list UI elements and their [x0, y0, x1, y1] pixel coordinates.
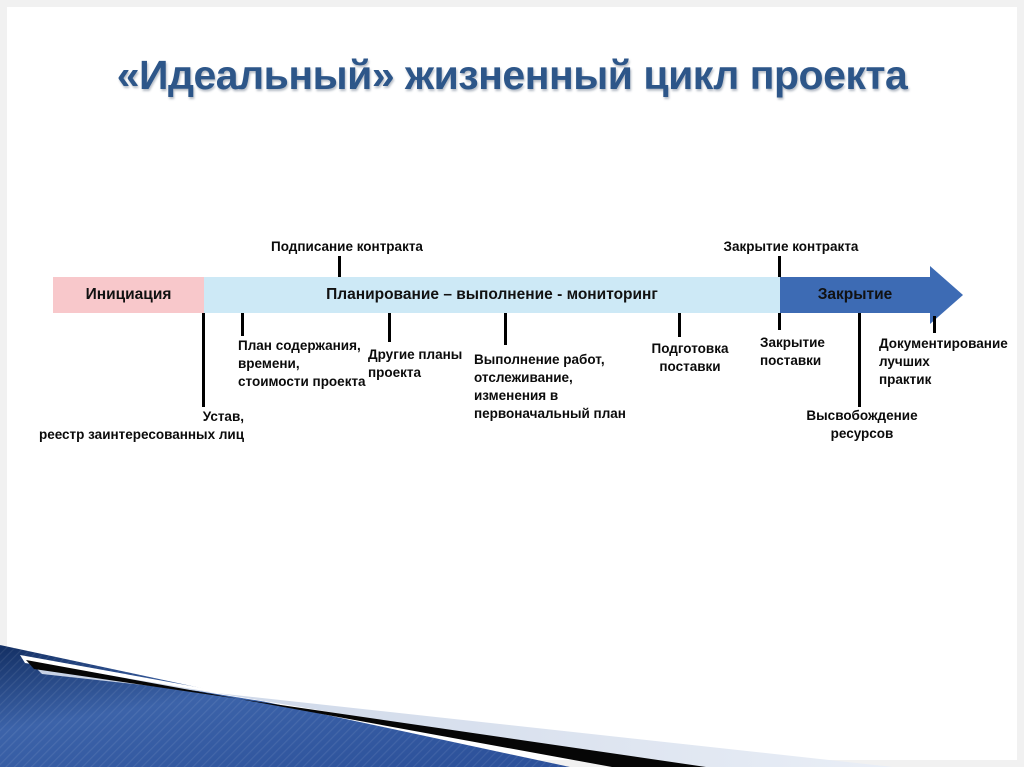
timeline-segment-closing: Закрытие [780, 277, 930, 313]
tick-delivery-preparation [678, 313, 681, 337]
timeline-arrowhead-icon [930, 266, 963, 324]
segment-label-closing: Закрытие [817, 286, 893, 303]
item-delivery-closing: Закрытие поставки [760, 335, 825, 368]
item-delivery-preparation: Подготовка поставки [651, 341, 729, 374]
tick-other-plans [388, 313, 391, 342]
timeline-segment-initiation: Инициация [53, 277, 204, 313]
tick-resource-release [858, 313, 861, 407]
milestone-contract-signing: Подписание контракта [271, 239, 423, 254]
tick-contract-closing [778, 256, 781, 277]
tick-scope-plan [241, 313, 244, 336]
item-other-project-plans: Другие планы проекта [368, 347, 463, 380]
item-work-execution-tracking: Выполнение работ, отслеживание, изменени… [474, 352, 626, 421]
milestone-contract-closing: Закрытие контракта [723, 239, 859, 254]
segment-label-planning: Планирование – выполнение - мониторинг [326, 286, 658, 303]
item-scope-time-cost-plan: План содержания, времени, стоимости прое… [238, 338, 366, 389]
item-charter-stakeholders: Устав, реестр заинтересованных лиц [38, 409, 244, 442]
tick-delivery-closing [778, 313, 781, 330]
item-best-practices-documentation: Документирование лучших практик [879, 336, 1008, 387]
tick-execution [504, 313, 507, 345]
page-title: «Идеальный» жизненный цикл проекта [116, 52, 908, 98]
tick-best-practices [933, 316, 936, 333]
timeline-segment-planning: Планирование – выполнение - мониторинг [204, 277, 780, 313]
tick-contract-signing [338, 256, 341, 277]
item-resource-release: Высвобождение ресурсов [806, 408, 918, 441]
segment-label-initiation: Инициация [85, 286, 172, 303]
tick-charter [202, 313, 205, 407]
